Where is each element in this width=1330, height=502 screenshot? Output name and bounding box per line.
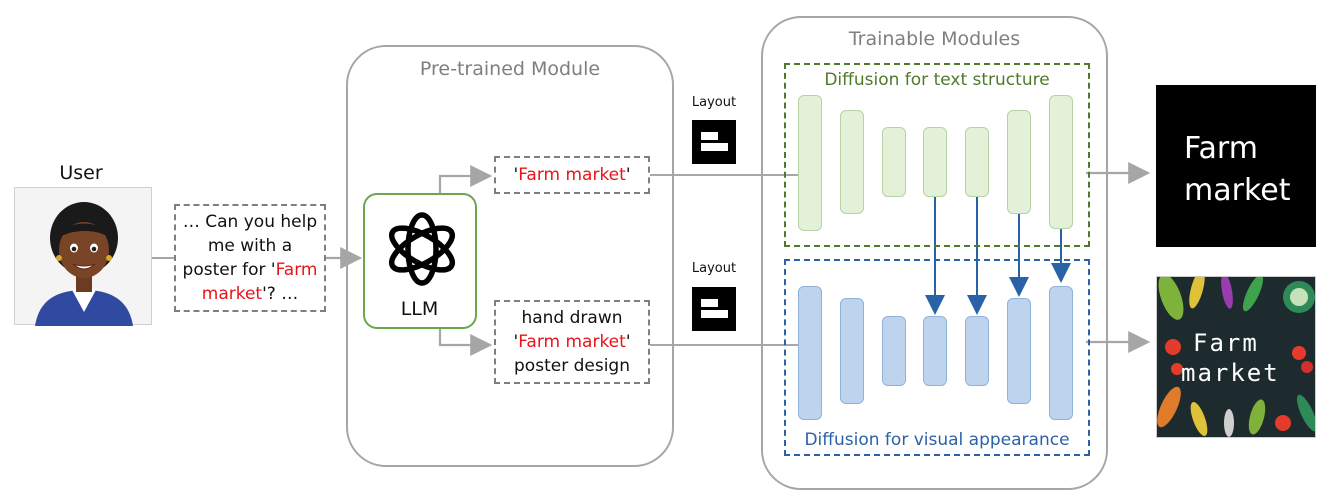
text-prompt-text: 'Farm market' — [514, 163, 631, 187]
query-line-4-suffix: '? … — [262, 284, 299, 304]
poster-text-line-2: market — [1181, 359, 1280, 387]
trainable-module-box — [761, 16, 1108, 490]
visual-unet-block-3 — [882, 316, 906, 386]
llm-box: LLM — [363, 193, 477, 329]
text-output-line-2: market — [1184, 173, 1291, 208]
text-unet-block-4 — [923, 127, 947, 197]
query-line-2: me with a — [207, 236, 293, 256]
visual-prompt-line-1: hand drawn — [521, 308, 623, 328]
query-line-3-prefix: poster for ' — [182, 260, 276, 280]
visual-prompt-line-3: poster design — [514, 356, 630, 376]
text-structure-output: Farm market — [1156, 85, 1316, 247]
user-label: User — [59, 162, 103, 184]
layout-label-top: Layout — [691, 95, 737, 110]
visual-unet-block-1 — [798, 286, 822, 420]
query-line-3: poster for 'Farm — [183, 258, 318, 282]
layout-icon-top — [692, 120, 736, 164]
llm-label: LLM — [400, 298, 439, 320]
pretrained-module-title: Pre-trained Module — [419, 58, 601, 80]
text-prompt-box: 'Farm market' — [494, 156, 650, 194]
text-unet-block-6 — [1007, 110, 1031, 214]
vegetable-illustration-icon — [1157, 277, 1315, 437]
layout-label-bottom: Layout — [691, 261, 737, 276]
text-output-line-1: Farm — [1184, 131, 1258, 166]
visual-unet-block-4 — [923, 316, 947, 386]
pretrained-module-box — [346, 45, 674, 467]
query-line-4: market'? … — [183, 282, 318, 306]
user-query-box: … Can you help me with a poster for 'Far… — [174, 204, 326, 312]
arrow-llm-to-text-prompt — [438, 165, 493, 193]
text-prompt-quote-close: ' — [625, 165, 631, 185]
poster-output: Farm market — [1156, 276, 1316, 438]
user-query-text: … Can you help me with a poster for 'Far… — [183, 210, 318, 306]
user-avatar-icon — [35, 202, 133, 326]
text-unet-block-7 — [1049, 95, 1073, 229]
text-unet-block-5 — [965, 127, 989, 197]
query-line-3-highlight: Farm — [275, 260, 318, 280]
visual-prompt-quote-open: ' — [513, 332, 519, 352]
user-avatar — [14, 187, 152, 326]
text-unet-block-2 — [840, 110, 864, 214]
visual-prompt-box: hand drawn 'Farm market' poster design — [494, 300, 650, 384]
text-diffusion-region — [784, 63, 1090, 247]
visual-prompt-text: hand drawn 'Farm market' poster design — [514, 306, 631, 378]
trainable-module-title: Trainable Modules — [848, 28, 1021, 50]
visual-diffusion-region — [784, 259, 1090, 456]
layout-icon-bottom — [692, 287, 736, 331]
text-prompt-quote-open: ' — [513, 165, 519, 185]
text-prompt-highlight: Farm market — [518, 165, 626, 185]
text-unet-block-1 — [798, 95, 822, 231]
visual-prompt-quote-close: ' — [625, 332, 631, 352]
visual-unet-block-2 — [840, 298, 864, 404]
query-line-4-highlight: market — [201, 284, 263, 304]
visual-unet-block-5 — [965, 316, 989, 386]
visual-unet-block-7 — [1049, 286, 1073, 420]
visual-diffusion-label: Diffusion for visual appearance — [804, 430, 1070, 450]
visual-unet-block-6 — [1007, 298, 1031, 404]
visual-prompt-highlight: Farm market — [518, 332, 626, 352]
visual-prompt-line-2: 'Farm market' — [514, 330, 631, 354]
text-diffusion-label: Diffusion for text structure — [824, 70, 1050, 90]
poster-text-line-1: Farm — [1193, 329, 1259, 357]
text-unet-block-3 — [882, 127, 906, 197]
openai-logo-icon — [388, 212, 456, 286]
query-line-1: … Can you help — [182, 212, 318, 232]
arrow-llm-to-visual-prompt — [438, 329, 493, 356]
